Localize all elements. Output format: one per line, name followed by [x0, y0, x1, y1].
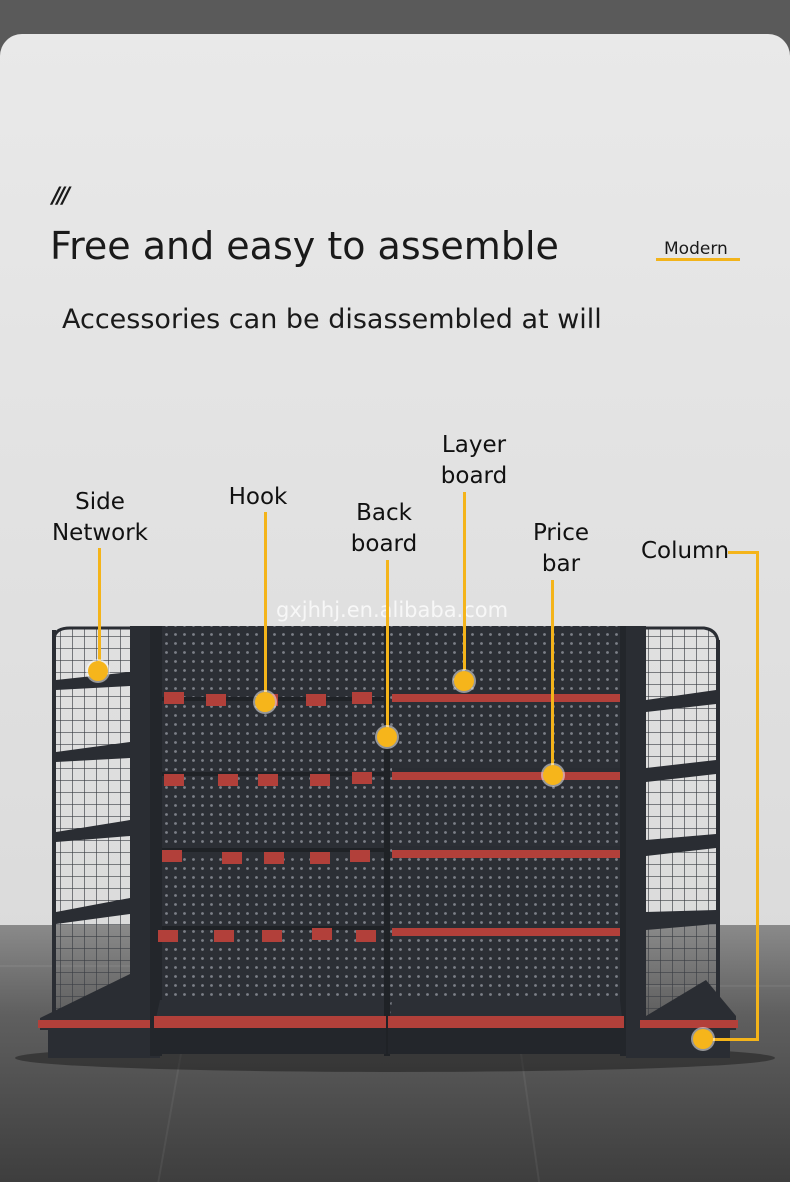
pin-column	[693, 1029, 713, 1049]
pin-hook	[255, 692, 275, 712]
pin-back-board	[377, 727, 397, 747]
center-base	[154, 1000, 624, 1054]
leader-column-bottom	[704, 1038, 758, 1041]
right-side-unit	[626, 626, 738, 1058]
decorative-slashes: ///	[52, 184, 70, 209]
watermark: gxjhhj.en.alibaba.com	[276, 598, 509, 622]
leader-back-board	[386, 560, 389, 730]
page-subtitle: Accessories can be disassembled at will	[62, 304, 602, 335]
leader-column	[756, 551, 759, 1041]
pin-layer-board	[454, 671, 474, 691]
left-side-unit	[38, 626, 160, 1058]
leader-hook	[264, 512, 267, 692]
label-column: Column	[640, 538, 730, 564]
modern-tag: Modern	[664, 239, 728, 259]
pin-price-bar	[543, 765, 563, 785]
leader-price-bar	[551, 580, 554, 768]
label-hook: Hook	[228, 484, 288, 510]
modern-underline	[656, 258, 740, 261]
leader-layer-board	[463, 492, 466, 670]
layer-boards	[392, 690, 620, 936]
page-title: Free and easy to assemble	[50, 224, 559, 268]
leader-column-top	[728, 551, 758, 554]
pin-side-network	[88, 661, 108, 681]
leader-side-network	[98, 548, 101, 666]
